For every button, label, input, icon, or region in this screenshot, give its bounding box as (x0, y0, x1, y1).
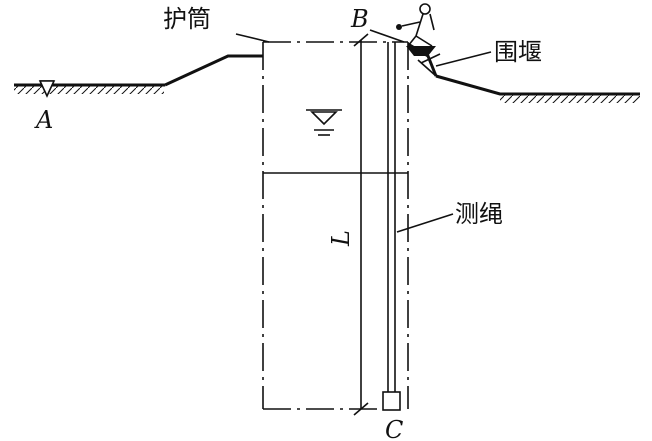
length-dimension (353, 33, 369, 416)
rope-leader-line (396, 213, 454, 233)
casing-outline (262, 41, 409, 410)
left-ground (14, 54, 263, 94)
point-c-label: C (385, 416, 403, 441)
rope-label: 测绳 (455, 200, 503, 228)
cofferdam-leader-line (435, 51, 492, 67)
water-level-symbol (306, 109, 342, 136)
casing-label: 护筒 (163, 5, 211, 33)
point-b-leader-line (369, 29, 405, 43)
length-label: L (327, 230, 355, 247)
point-b-label: B (350, 5, 369, 33)
cofferdam-label: 围堰 (494, 38, 542, 66)
measuring-rope (382, 42, 401, 411)
surveyor-figure (396, 3, 436, 56)
casing-leader-line (235, 33, 270, 43)
point-a-label: A (34, 106, 53, 134)
benchmark-a-marker (38, 80, 56, 98)
rope-weight (382, 391, 401, 411)
